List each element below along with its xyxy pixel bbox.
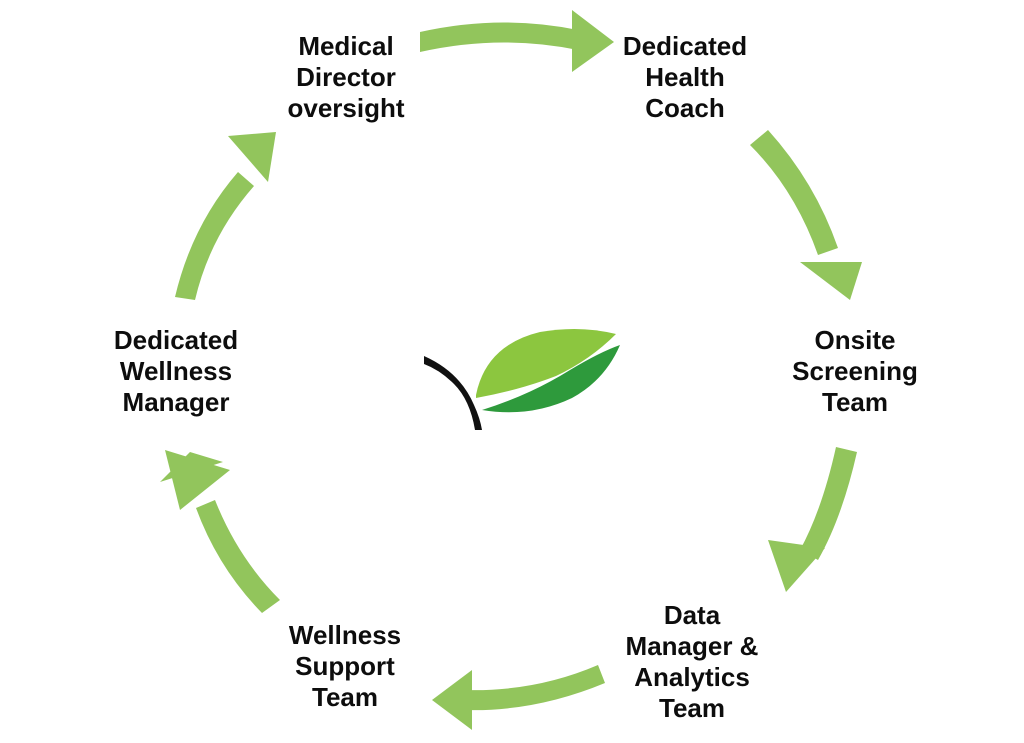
node-line: Data bbox=[663, 600, 721, 630]
node-health-coach: Dedicated Health Coach bbox=[623, 31, 747, 124]
arrow-coach-to-screening bbox=[750, 130, 862, 300]
node-line: Team bbox=[312, 682, 378, 712]
node-line: Onsite bbox=[814, 325, 896, 355]
node-wellness-manager: Dedicated Wellness Manager bbox=[114, 325, 238, 418]
node-line: Team bbox=[822, 387, 888, 417]
arrow-support-to-manager bbox=[160, 450, 280, 613]
node-line: Analytics bbox=[634, 662, 750, 692]
node-line: Team bbox=[658, 693, 725, 723]
node-line: Dedicated bbox=[113, 325, 239, 355]
leaf-logo-icon bbox=[424, 328, 620, 430]
node-wellness-support: Wellness Support Team bbox=[289, 620, 401, 713]
node-line: Health bbox=[645, 62, 725, 92]
node-line: Dedicated bbox=[622, 31, 748, 61]
node-medical-director: Medical Director oversight bbox=[287, 31, 404, 124]
node-line: Support bbox=[295, 651, 395, 681]
node-line: Medical bbox=[298, 31, 394, 61]
arrow-data-to-support bbox=[432, 665, 605, 730]
node-line: Director bbox=[296, 62, 396, 92]
node-line: Wellness bbox=[119, 356, 233, 386]
node-data-manager: Data Manager & Analytics Team bbox=[626, 600, 759, 724]
node-line: Manager bbox=[122, 387, 230, 417]
arrow-manager-to-director bbox=[175, 132, 276, 300]
node-line: Manager & bbox=[625, 631, 759, 661]
node-line: Wellness bbox=[288, 620, 402, 650]
node-line: oversight bbox=[287, 93, 405, 123]
arrow-screening-to-data bbox=[768, 447, 857, 592]
node-line: Screening bbox=[792, 356, 918, 386]
node-onsite-screening: Onsite Screening Team bbox=[792, 325, 918, 418]
node-line: Coach bbox=[645, 93, 725, 123]
arrow-director-to-coach bbox=[420, 10, 614, 72]
